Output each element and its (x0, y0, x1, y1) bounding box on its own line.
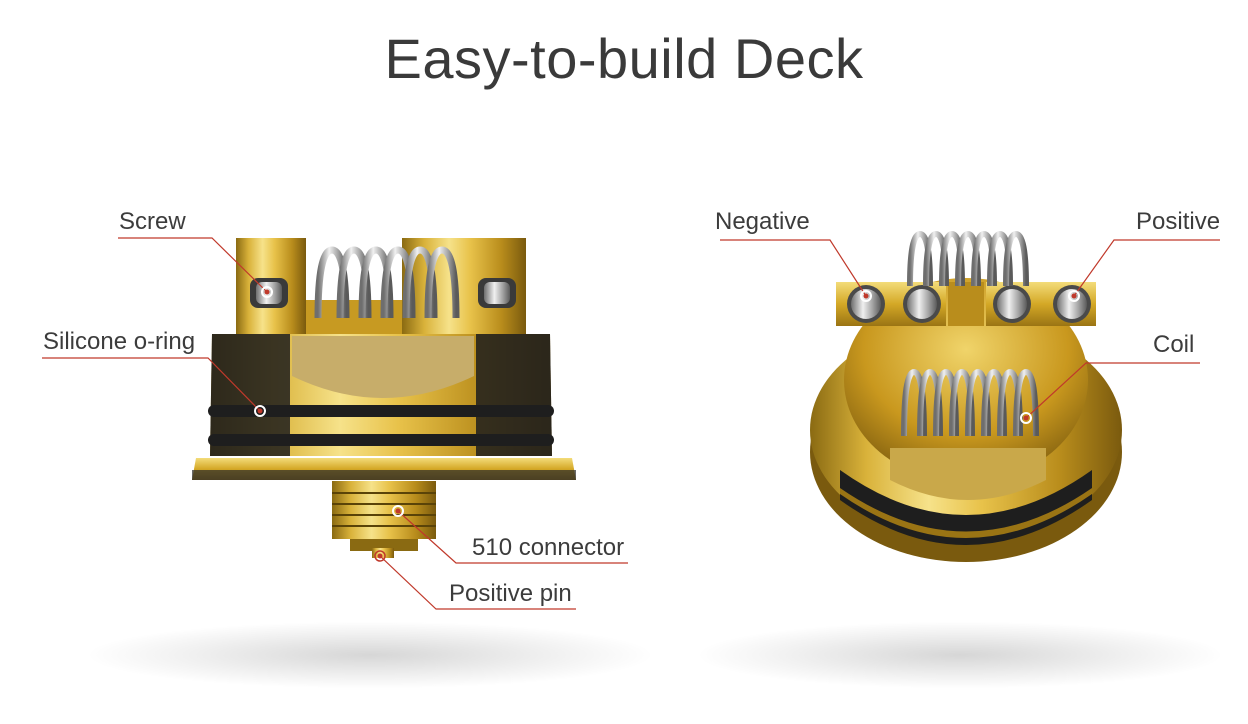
coil-side (314, 246, 460, 319)
juice-well (890, 448, 1046, 500)
silicone-oring-bottom (208, 434, 554, 446)
left-product-shadow (90, 622, 650, 688)
callout-lines (42, 237, 1220, 610)
label-silicone-oring: Silicone o-ring (43, 328, 196, 355)
coil-top-lower (901, 368, 1039, 437)
top-view-deck (810, 230, 1122, 562)
page-title: Easy-to-build Deck (384, 27, 864, 90)
callout-markers (254, 286, 1080, 562)
deck-cutout (292, 336, 474, 398)
label-negative: Negative (715, 208, 810, 235)
label-510-connector: 510 connector (472, 534, 625, 561)
label-coil: Coil (1153, 331, 1195, 358)
side-view-deck (192, 238, 576, 558)
label-positive: Positive (1136, 208, 1221, 235)
coil-top-upper (907, 230, 1029, 287)
silicone-oring-top (208, 405, 554, 417)
right-product-shadow (700, 622, 1220, 688)
label-screw: Screw (119, 208, 186, 235)
positive-pin (372, 548, 394, 558)
label-positive-pin: Positive pin (449, 580, 572, 607)
